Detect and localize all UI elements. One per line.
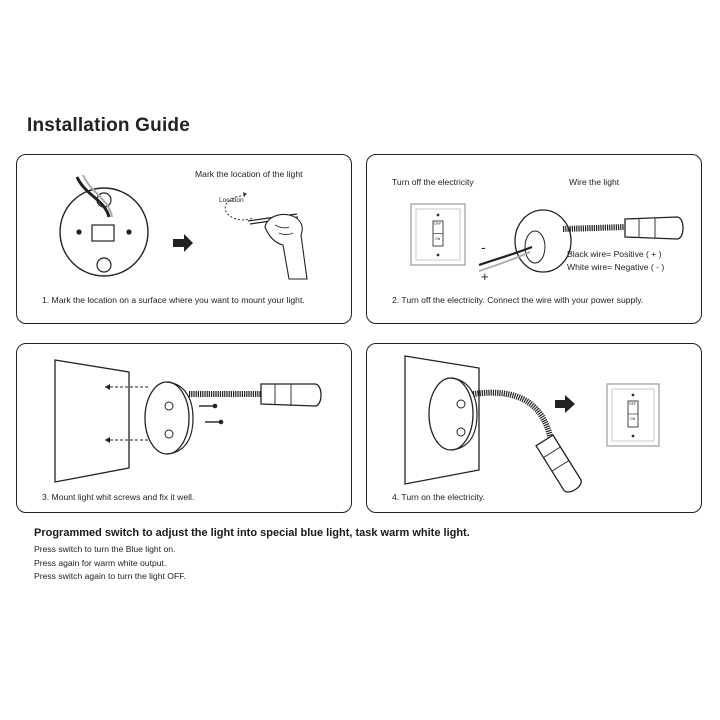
note-line: Press again for warm white output. — [34, 557, 167, 568]
step-3-panel: 3. Mount light whit screws and fix it we… — [16, 343, 352, 513]
turn-off-label: Turn off the electricity — [392, 177, 474, 187]
wire-white — [82, 174, 113, 218]
plus-sign: + — [481, 269, 489, 284]
arrow-right-icon — [555, 395, 575, 413]
mount-dot-left — [76, 229, 82, 235]
step-1-caption: 1. Mark the location on a surface where … — [42, 295, 305, 305]
wire-the-light-label: Wire the light — [569, 177, 620, 187]
step-2-caption: 2. Turn off the electricity. Connect the… — [392, 295, 644, 305]
mount-dot-right — [126, 229, 132, 235]
white-wire-label: White wire= Negative ( - ) — [567, 262, 665, 272]
step-4-panel: OFF ON 4. Turn on the electricity. — [366, 343, 702, 513]
wire-black — [478, 245, 533, 267]
page-title: Installation Guide — [27, 115, 191, 136]
step-1-illustration — [59, 174, 308, 280]
light-base — [428, 377, 474, 451]
black-wire-label: Black wire= Positive ( + ) — [567, 249, 662, 259]
mount-slot — [91, 224, 115, 242]
step-2-panel: Turn off the electricity Wire the light … — [366, 154, 702, 324]
usage-notes: Programmed switch to adjust the light in… — [34, 527, 470, 584]
light-base — [144, 381, 190, 455]
light-head — [624, 216, 684, 240]
screw-hole-bottom — [96, 257, 112, 273]
light-head — [535, 434, 582, 493]
gooseneck — [562, 224, 626, 232]
minus-sign: - — [481, 239, 486, 255]
switch-on-text: ON — [630, 417, 636, 421]
step-2-illustration — [410, 203, 684, 273]
switch-off-text: OFF — [629, 402, 636, 406]
arrow-right-icon — [173, 234, 193, 252]
switch-on-text: ON — [435, 237, 441, 241]
screw-hole-top — [164, 401, 174, 411]
step-3-illustration — [54, 359, 322, 483]
step-4-caption: 4. Turn on the electricity. — [392, 492, 485, 502]
screw-hole-bottom — [164, 429, 174, 439]
mark-location-label: Mark the location of the light — [195, 169, 303, 179]
gooseneck — [472, 389, 554, 441]
notes-heading: Programmed switch to adjust the light in… — [34, 527, 470, 539]
wall — [54, 359, 130, 483]
step-4-illustration — [404, 355, 660, 493]
note-line: Press switch to turn the Blue light on. — [34, 544, 176, 554]
hand-icon — [264, 213, 308, 280]
location-label: Location — [219, 197, 244, 204]
location-arc — [224, 195, 254, 221]
step-3-caption: 3. Mount light whit screws and fix it we… — [42, 492, 195, 502]
wire-white — [478, 251, 531, 272]
note-line: Press switch again to turn the light OFF… — [34, 571, 186, 581]
wire-black — [75, 176, 111, 218]
switch-off-text: OFF — [434, 222, 441, 226]
step-1-panel: Mark the location of the light Location … — [16, 154, 352, 324]
